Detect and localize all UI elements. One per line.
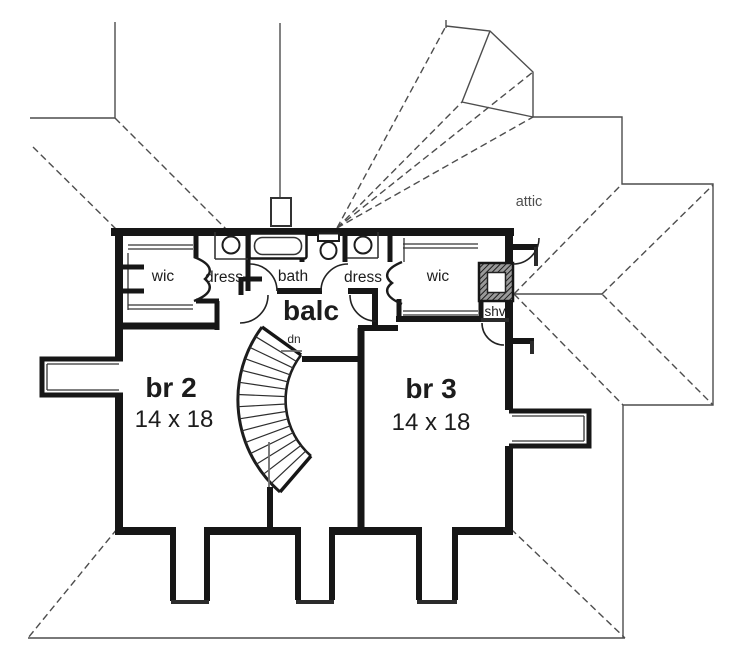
curved-opening-right: [385, 260, 403, 306]
closet-rod-stubs: [120, 264, 144, 294]
shelf-label: shv: [484, 304, 505, 319]
curved-staircase: [236, 325, 313, 494]
closet-shelves: [120, 238, 478, 316]
bedroom2-label: br 2: [145, 372, 196, 403]
balcony-label: balc: [283, 295, 339, 326]
room-labels: attic wic dress bath dress wic shv balc …: [135, 194, 543, 436]
chimney-flue-top: [270, 197, 292, 227]
interior-walls: [115, 232, 509, 531]
vanity-sink-right: [347, 232, 379, 259]
bathtub: [248, 232, 308, 260]
bedroom3-size: 14 x 18: [392, 409, 471, 436]
bay-window-right: [509, 408, 592, 449]
stair-treads: [238, 336, 307, 485]
dress-right-label: dress: [344, 269, 382, 286]
chimney: [477, 261, 515, 303]
wic-left-label: wic: [151, 268, 175, 285]
vanity-sink-left: [214, 232, 248, 260]
roof-hip-lines: [27, 25, 714, 639]
roof-outline: [27, 20, 714, 639]
balcony-door-left: [239, 294, 269, 324]
curved-opening-left: [193, 255, 211, 303]
toilet: [317, 232, 340, 260]
door-arcs: [239, 237, 540, 346]
toilet-door: [320, 263, 349, 292]
shelf-door: [481, 322, 505, 346]
wic-right-label: wic: [426, 268, 450, 285]
bath-door: [249, 263, 278, 292]
dormer-side-walls: [170, 527, 458, 601]
attic-wall-steps: [509, 244, 538, 344]
bay-window-left: [39, 356, 123, 398]
dress-left-label: dress: [205, 269, 243, 286]
bedroom2-size: 14 x 18: [135, 406, 214, 433]
bath-label: bath: [278, 268, 308, 285]
attic-label: attic: [516, 194, 543, 210]
balcony-door-right: [349, 294, 377, 322]
stairs-down-label: dn: [287, 332, 300, 346]
bedroom3-label: br 3: [405, 373, 456, 404]
attic-access-door: [512, 237, 540, 265]
